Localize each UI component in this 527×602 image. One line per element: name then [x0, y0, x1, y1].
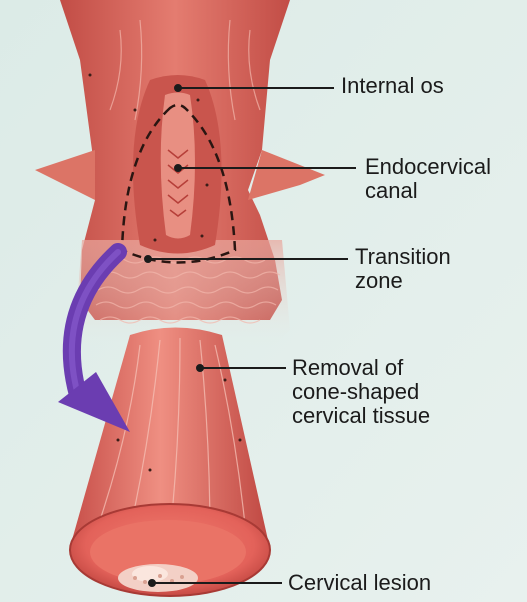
cervical-lesion-patch — [118, 564, 198, 592]
label-cervical-lesion: Cervical lesion — [288, 571, 431, 595]
label-endocervical-canal: Endocervical canal — [365, 155, 491, 203]
label-transition-zone: Transition zone — [355, 245, 451, 293]
label-internal-os: Internal os — [341, 74, 444, 98]
label-removal: Removal of cone-shaped cervical tissue — [292, 356, 430, 428]
